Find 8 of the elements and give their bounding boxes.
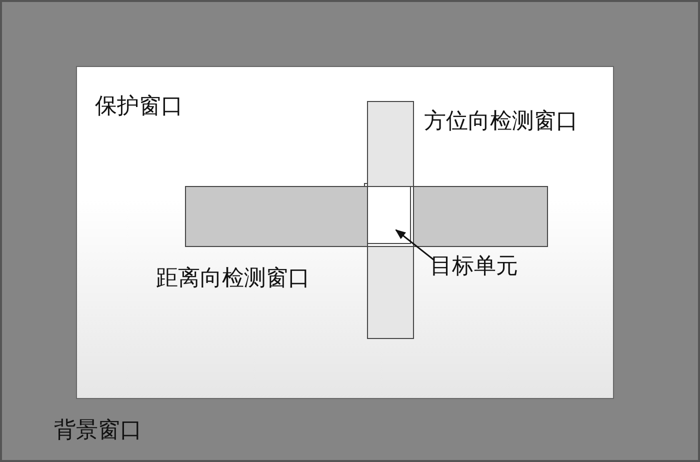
- target-label: 目标单元: [430, 253, 518, 281]
- guard-window-box: [76, 66, 614, 399]
- target-cell: [364, 183, 411, 244]
- window-label: 保护窗口: [95, 93, 183, 121]
- leader-line: [395, 229, 434, 261]
- window-label: 背景窗口: [54, 417, 142, 445]
- window-label: 方位向检测窗口: [424, 108, 578, 136]
- window-label: 距离向检测窗口: [156, 265, 310, 293]
